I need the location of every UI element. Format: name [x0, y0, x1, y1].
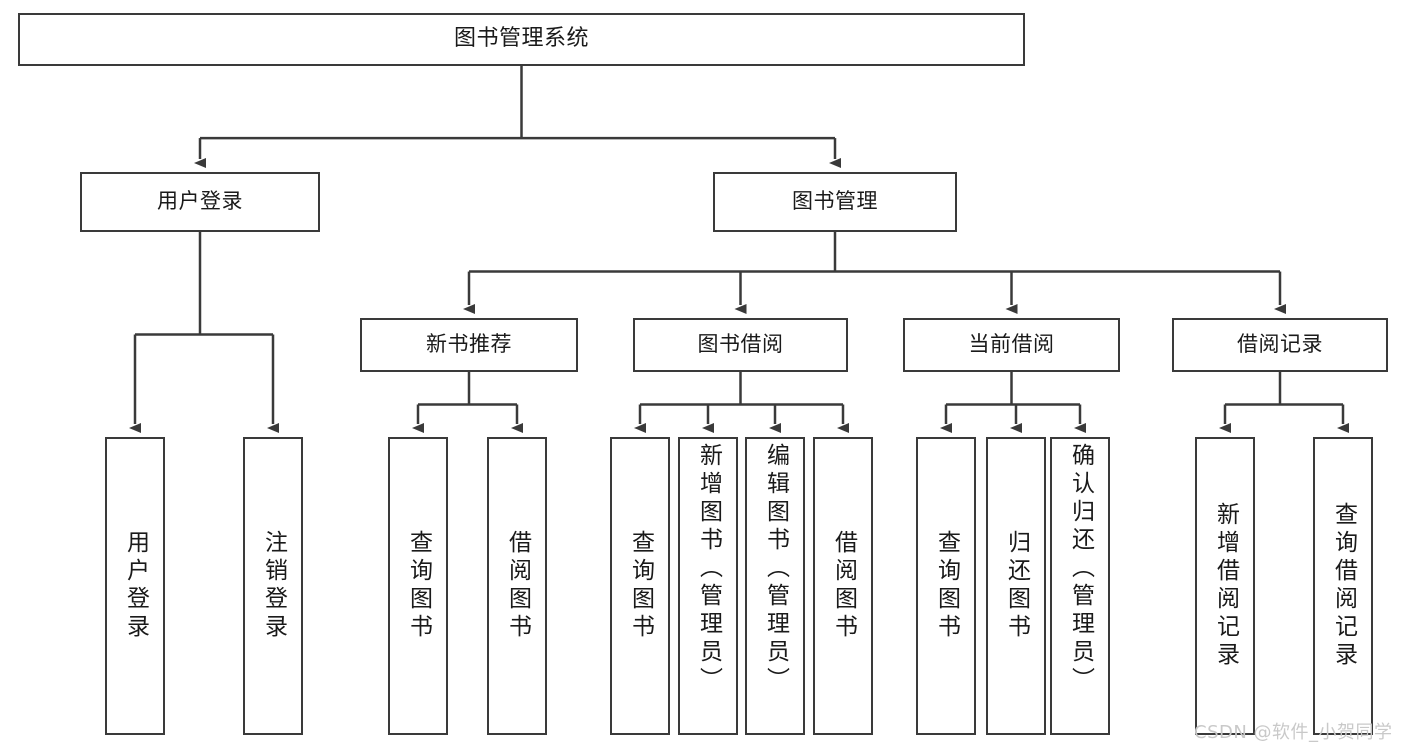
- node-leaf-return-book[interactable]: 归还图书: [986, 437, 1046, 735]
- node-leaf-borrow-book-rec[interactable]: 借阅图书: [487, 437, 547, 735]
- node-book-management-label: 图书管理: [792, 189, 878, 214]
- node-leaf-edit-book-admin[interactable]: 编辑图书（管理员）: [745, 437, 805, 735]
- node-leaf-add-book-admin[interactable]: 新增图书（管理员）: [678, 437, 738, 735]
- node-leaf-edit-book-admin-label: 编辑图书（管理员）: [762, 443, 789, 695]
- node-new-book-recommend-label: 新书推荐: [426, 332, 512, 357]
- node-leaf-borrow-book-label: 借阅图书: [830, 530, 857, 642]
- node-leaf-add-borrow-record-label: 新增借阅记录: [1212, 502, 1239, 670]
- node-user-login[interactable]: 用户登录: [80, 172, 320, 232]
- node-book-borrow-label: 图书借阅: [697, 332, 784, 357]
- node-leaf-confirm-return-admin[interactable]: 确认归还（管理员）: [1050, 437, 1110, 735]
- node-leaf-query-book-borrow-label: 查询图书: [627, 530, 654, 642]
- node-leaf-query-book-rec-label: 查询图书: [405, 530, 432, 642]
- node-root[interactable]: 图书管理系统: [18, 13, 1025, 66]
- node-leaf-borrow-book[interactable]: 借阅图书: [813, 437, 873, 735]
- node-leaf-query-borrow-record-label: 查询借阅记录: [1330, 502, 1357, 670]
- node-leaf-logout-login-label: 注销登录: [260, 530, 287, 642]
- node-book-management[interactable]: 图书管理: [713, 172, 957, 232]
- node-root-label: 图书管理系统: [453, 26, 589, 52]
- node-leaf-borrow-book-rec-label: 借阅图书: [504, 530, 531, 642]
- node-leaf-confirm-return-admin-label: 确认归还（管理员）: [1067, 443, 1094, 695]
- node-leaf-add-book-admin-label: 新增图书（管理员）: [695, 443, 722, 695]
- node-leaf-logout-login[interactable]: 注销登录: [243, 437, 303, 735]
- node-current-borrow[interactable]: 当前借阅: [903, 318, 1120, 372]
- node-leaf-user-login-label: 用户登录: [122, 530, 149, 642]
- node-borrow-record-label: 借阅记录: [1237, 332, 1323, 357]
- node-borrow-record[interactable]: 借阅记录: [1172, 318, 1388, 372]
- node-leaf-query-borrow-record[interactable]: 查询借阅记录: [1313, 437, 1373, 735]
- csdn-watermark: CSDN @软件_小贺同学: [1194, 722, 1393, 743]
- node-current-borrow-label: 当前借阅: [968, 332, 1055, 357]
- node-leaf-return-book-label: 归还图书: [1003, 530, 1030, 642]
- node-leaf-query-book-borrow[interactable]: 查询图书: [610, 437, 670, 735]
- node-leaf-user-login[interactable]: 用户登录: [105, 437, 165, 735]
- node-leaf-add-borrow-record[interactable]: 新增借阅记录: [1195, 437, 1255, 735]
- node-new-book-recommend[interactable]: 新书推荐: [360, 318, 578, 372]
- node-leaf-query-book-rec[interactable]: 查询图书: [388, 437, 448, 735]
- node-leaf-query-book-cur[interactable]: 查询图书: [916, 437, 976, 735]
- node-book-borrow[interactable]: 图书借阅: [633, 318, 848, 372]
- node-leaf-query-book-cur-label: 查询图书: [933, 530, 960, 642]
- node-user-login-label: 用户登录: [157, 189, 243, 214]
